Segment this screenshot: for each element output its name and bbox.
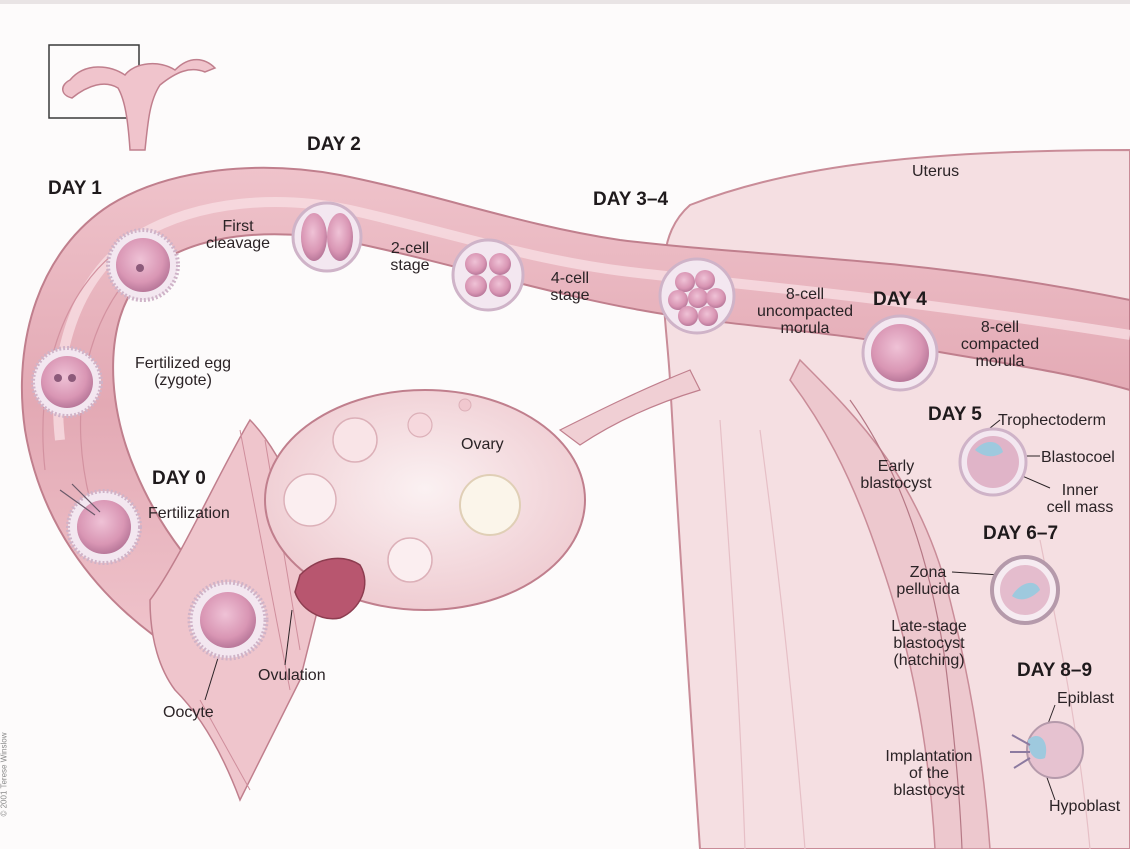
hypoblast-label: Hypoblast <box>1049 798 1121 815</box>
ovarian-ligament <box>558 369 701 446</box>
zona-pellucida-label: Zona pellucida <box>880 564 976 598</box>
leader-zona <box>951 571 1001 576</box>
follicle-2 <box>407 412 433 438</box>
uncompacted-morula <box>658 257 736 335</box>
inner-cell-mass-label: Inner cell mass <box>1030 482 1130 516</box>
copyright-credit: © 2001 Terese Winslow <box>0 732 9 817</box>
label-line: compacted <box>960 336 1040 353</box>
label-line: blastocyst <box>893 782 965 799</box>
label-line: Early <box>877 458 915 475</box>
label-line: cell mass <box>1046 499 1114 516</box>
label-line: (zygote) <box>154 372 212 389</box>
label-line: blastocyst <box>893 635 965 652</box>
two-cell-label: 2-cell stage <box>379 240 441 274</box>
fimbria-line-3 <box>199 699 251 791</box>
ruptured-follicle <box>294 557 366 620</box>
label-line: Inner <box>1061 482 1099 499</box>
implantation-label: Implantation of the blastocyst <box>866 748 992 799</box>
blastocoel-label: Blastocoel <box>1041 449 1115 466</box>
corpus-albicans <box>459 474 521 536</box>
follicle-5 <box>387 537 433 583</box>
follicle-4 <box>283 473 337 527</box>
compacted-morula <box>861 314 939 392</box>
label-line: 8-cell <box>980 319 1020 336</box>
day4-label: DAY 4 <box>873 289 927 310</box>
leader-ovulation <box>284 609 293 666</box>
inset-uterus <box>62 58 217 151</box>
label-line: pellucida <box>896 581 960 598</box>
trophectoderm-label: Trophectoderm <box>998 412 1106 429</box>
label-line: 2-cell <box>390 240 430 257</box>
label-line: blastocyst <box>860 475 932 492</box>
uterus-label: Uterus <box>912 163 960 180</box>
label-line: Late-stage <box>891 618 967 635</box>
label-line: stage <box>390 257 430 274</box>
leader-trophectoderm <box>989 419 1001 429</box>
label-line: morula <box>975 353 1025 370</box>
day3-4-label: DAY 3–4 <box>593 189 669 210</box>
tube-lumen-upper <box>53 197 1130 441</box>
label-line: 8-cell <box>785 286 825 303</box>
fertilization-cell <box>59 483 142 565</box>
day5-label: DAY 5 <box>928 404 982 425</box>
label-line: stage <box>550 287 590 304</box>
first-cleavage-label: First cleavage <box>190 218 286 252</box>
label-line: morula <box>780 320 830 337</box>
zygote-cell <box>31 346 103 418</box>
label-line: Zona <box>909 564 947 581</box>
fertilization-label: Fertilization <box>148 505 230 522</box>
ovulation-label: Ovulation <box>258 667 326 684</box>
uterine-cavity-line <box>849 399 963 849</box>
uterine-wall-inner <box>789 358 991 849</box>
label-line: First <box>222 218 254 235</box>
oocyte-cell <box>187 579 269 661</box>
two-cell-embryo <box>291 201 363 273</box>
oocyte-label: Oocyte <box>163 704 214 721</box>
label-line: (hatching) <box>893 652 965 669</box>
day2-label: DAY 2 <box>307 134 361 155</box>
early-blastocyst-cell <box>958 427 1028 497</box>
uterine-stripe-2 <box>759 429 806 849</box>
late-stage-blastocyst-label: Late-stage blastocyst (hatching) <box>866 618 992 669</box>
fimbria-line-1 <box>239 429 291 691</box>
label-line: uncompacted <box>756 303 854 320</box>
label-line: of the <box>908 765 950 782</box>
label-line: Fertilized egg <box>134 355 232 372</box>
label-line: 4-cell <box>550 270 590 287</box>
four-cell-label: 4-cell stage <box>538 270 602 304</box>
label-line: Implantation <box>885 748 973 765</box>
follicle-3 <box>458 398 472 412</box>
top-border <box>0 0 1130 4</box>
uterine-stripe-1 <box>719 419 746 849</box>
ovary-label: Ovary <box>461 436 504 453</box>
four-cell-embryo <box>451 238 525 312</box>
day1-label: DAY 1 <box>48 178 102 199</box>
day8-9-label: DAY 8–9 <box>1017 660 1093 681</box>
compacted-morula-label: 8-cell compacted morula <box>942 319 1058 370</box>
late-stage-blastocyst-cell <box>990 555 1060 625</box>
day0-label: DAY 0 <box>152 468 206 489</box>
zygote-label: Fertilized egg (zygote) <box>120 355 246 389</box>
day1-cell <box>106 228 180 302</box>
implanted-blastocyst-cell <box>1010 721 1084 779</box>
follicle-1 <box>332 417 378 463</box>
epiblast-label: Epiblast <box>1057 690 1114 707</box>
tube-fold-1 <box>42 244 126 471</box>
uncompacted-morula-label: 8-cell uncompacted morula <box>738 286 872 337</box>
label-line: cleavage <box>205 235 271 252</box>
early-blastocyst-label: Early blastocyst <box>846 458 946 492</box>
day6-7-label: DAY 6–7 <box>983 523 1059 544</box>
